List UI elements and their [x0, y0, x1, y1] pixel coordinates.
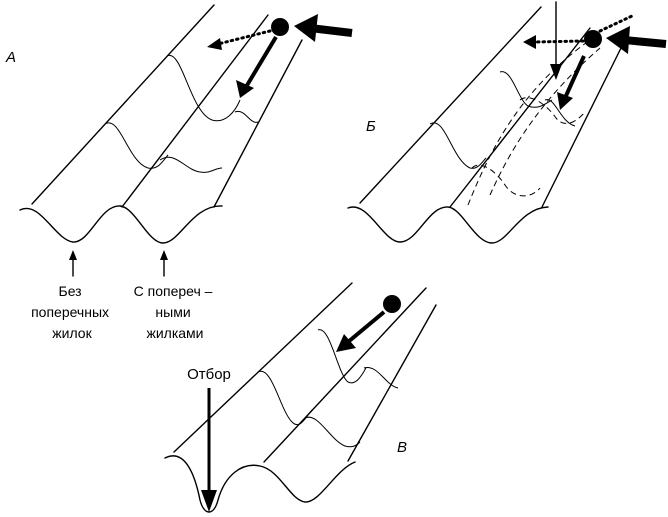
panel-a-slope-arrow [246, 37, 276, 87]
panel-a-landscape [20, 5, 352, 276]
panel-c-contour-4 [364, 368, 398, 388]
panel-a-contour-2 [160, 157, 222, 172]
label-with-crossveins: С попереч – ными жилками [134, 283, 217, 341]
panel-c-slope-arrow [348, 312, 384, 342]
panel-b-contour-1 [430, 123, 486, 168]
panel-a-ridge-left [32, 5, 214, 204]
panel-b-dotted-arrow [535, 41, 583, 42]
panel-c-label: В [397, 439, 407, 456]
panel-b-push-arrow [624, 40, 666, 44]
panel-a-dotted-arrow [218, 31, 270, 44]
panel-b-label: Б [366, 118, 376, 135]
panel-c-contour-1 [258, 371, 312, 424]
panel-b-dashed-contour-1 [472, 165, 540, 196]
panel-c-contour-2 [305, 417, 360, 447]
panel-b-contour-2 [500, 72, 552, 108]
panel-b-dashed-valley-2 [490, 48, 600, 195]
panel-a-profile [20, 206, 222, 243]
label-no-crossveins: Без поперечных жилок [31, 283, 113, 341]
panel-a-ridge-middle [122, 15, 268, 207]
panel-b-slope-arrow [565, 56, 584, 98]
panel-a-pointer-right-head [160, 250, 168, 260]
panel-b-push-arrowhead [606, 26, 630, 54]
panel-c-profile [165, 456, 355, 512]
selection-label: Отбор [187, 366, 231, 383]
panel-a-pointer-left-head [69, 250, 77, 260]
panel-c-ridge-middle [264, 288, 426, 462]
panel-a-slope-arrowhead [236, 80, 254, 98]
panel-c-landscape [165, 283, 436, 512]
panel-b-ball [584, 30, 602, 48]
panel-b-dotted-arrowhead [523, 35, 536, 49]
panel-c-ball [383, 295, 401, 313]
panel-a-contour-4 [235, 111, 258, 122]
panel-a-label: А [5, 49, 16, 66]
panel-a-ball [271, 18, 289, 36]
panel-b-ridge-middle [450, 28, 590, 207]
panel-b-dashed-contour-2 [520, 98, 585, 124]
panel-b-landscape [348, 2, 666, 243]
panel-c-contour-3 [318, 330, 366, 383]
panel-b-ridge-left [360, 7, 541, 203]
panel-b-profile [348, 207, 548, 243]
panel-a-contour-1 [105, 123, 168, 168]
panel-a-push-arrowhead [294, 14, 318, 42]
panel-a-dotted-arrowhead [207, 38, 222, 50]
